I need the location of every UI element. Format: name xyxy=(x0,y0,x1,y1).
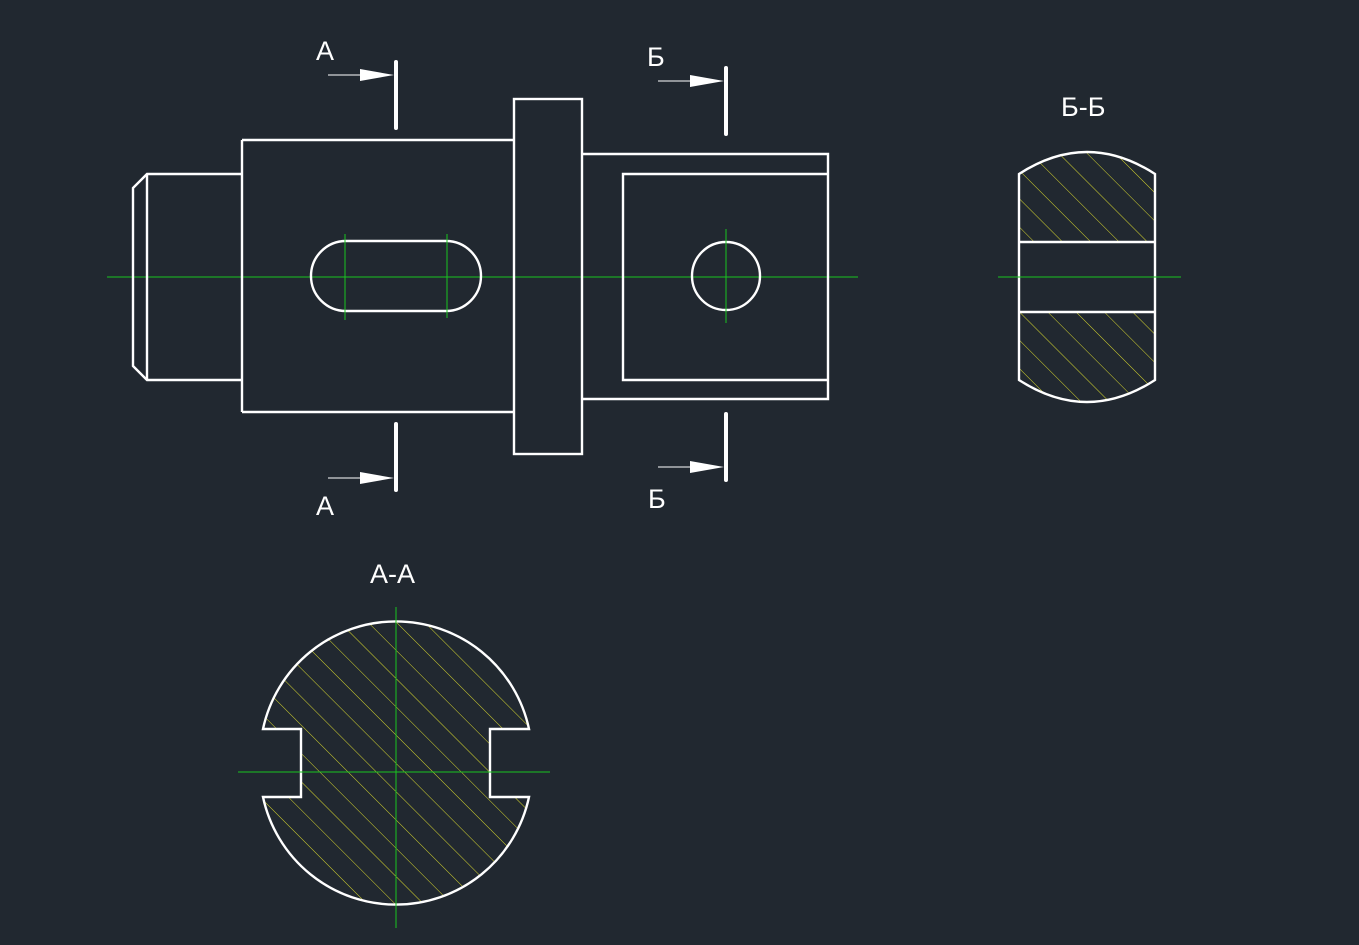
collar xyxy=(512,97,584,456)
shaft-body xyxy=(240,138,514,414)
main-view xyxy=(107,97,858,456)
section-letter: Б xyxy=(648,484,666,514)
section-b-hatch-bottom xyxy=(1019,312,1155,402)
fork-slot xyxy=(621,172,828,382)
section-view-a: А-А xyxy=(238,559,550,928)
section-mark-b-top: Б xyxy=(647,42,728,136)
section-letter: А xyxy=(316,491,334,521)
section-b-hatch-top xyxy=(1019,152,1155,242)
fork-end xyxy=(582,152,830,401)
arrow-head xyxy=(360,69,394,81)
section-a-title: А-А xyxy=(370,559,415,589)
section-a-outline xyxy=(261,620,531,906)
shaft-end-chamfered xyxy=(131,172,242,382)
arrow-head xyxy=(690,461,724,473)
arrow-head xyxy=(690,75,724,87)
section-mark-a-top: А xyxy=(316,36,398,130)
section-view-b: Б-Б xyxy=(998,92,1181,404)
section-b-title: Б-Б xyxy=(1061,92,1105,122)
section-mark-b-bottom: Б xyxy=(648,412,728,514)
section-mark-a-bottom: А xyxy=(316,422,398,521)
key-slot xyxy=(309,239,483,313)
section-b-outline xyxy=(1017,150,1157,404)
section-letter: Б xyxy=(647,42,665,72)
section-letter: А xyxy=(316,36,334,66)
arrow-head xyxy=(360,472,394,484)
